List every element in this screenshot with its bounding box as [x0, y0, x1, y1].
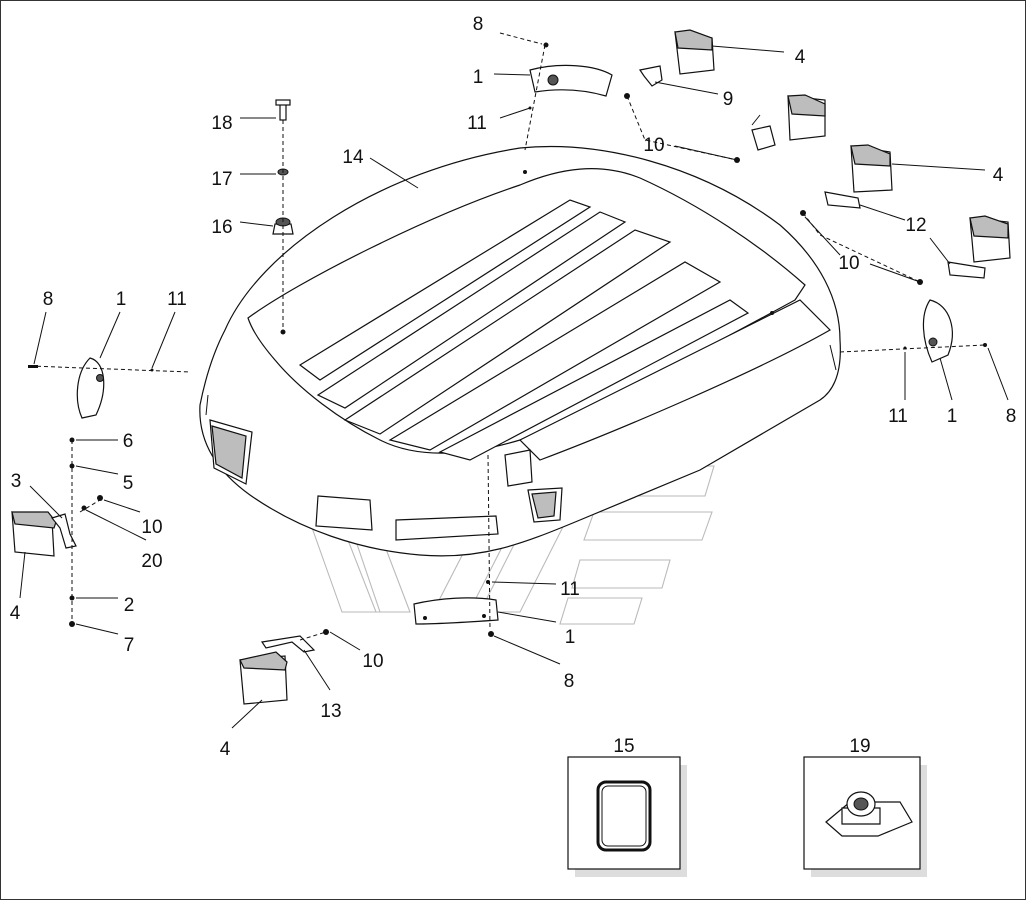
callout-c1-bottom: 1 — [565, 627, 576, 648]
callout-c11-bottom: 11 — [560, 579, 580, 600]
front-light-bottom — [413, 597, 499, 625]
accessory-box-15 — [567, 756, 687, 877]
callout-c5: 5 — [123, 473, 134, 494]
callout-c19: 19 — [849, 736, 870, 757]
work-lamp-top-right-a — [639, 29, 715, 87]
callout-c1-top: 1 — [473, 67, 484, 88]
callout-c11-left: 11 — [167, 289, 187, 310]
leader-lines — [19, 32, 1009, 729]
callout-c1-right: 1 — [947, 406, 958, 427]
side-light-right — [922, 299, 953, 363]
callout-c4-c: 4 — [10, 603, 21, 624]
work-lamp-top-right-b — [751, 94, 826, 151]
callout-c4-a: 4 — [795, 47, 806, 68]
work-lamp-bottom — [239, 635, 316, 705]
canopy-roof — [199, 145, 841, 557]
callout-c13: 13 — [320, 701, 341, 722]
callout-c8-right: 8 — [1006, 406, 1017, 427]
callout-c16: 16 — [211, 217, 232, 238]
callout-c7: 7 — [124, 635, 135, 656]
callout-c20: 20 — [141, 551, 162, 572]
callout-c18: 18 — [211, 113, 232, 134]
callout-c10-a: 10 — [643, 135, 664, 156]
callout-c9: 9 — [723, 89, 734, 110]
assembly-lines — [29, 44, 986, 641]
callout-c10-b: 10 — [838, 253, 859, 274]
callout-c11-right: 11 — [888, 406, 908, 427]
side-light-left — [76, 357, 105, 419]
callout-c15: 15 — [613, 736, 634, 757]
work-lamp-mid-right-a — [824, 144, 893, 209]
callout-c10-d: 10 — [362, 651, 383, 672]
callout-c17: 17 — [211, 169, 232, 190]
callout-c6: 6 — [123, 431, 134, 452]
callout-c8-bottom: 8 — [564, 671, 575, 692]
callout-c8-top: 8 — [473, 14, 484, 35]
callout-c11-top: 11 — [467, 113, 487, 134]
callout-c14: 14 — [342, 147, 364, 168]
hardware-fasteners — [28, 42, 987, 637]
callout-c4-b: 4 — [993, 165, 1004, 186]
callout-c10-c: 10 — [141, 517, 162, 538]
callout-c1-left: 1 — [116, 289, 127, 310]
top-light-bracket — [529, 64, 613, 97]
callout-c8-left: 8 — [43, 289, 54, 310]
callout-c4-d: 4 — [220, 739, 231, 760]
callout-c2: 2 — [124, 595, 135, 616]
accessory-box-19 — [803, 756, 927, 877]
work-lamp-mid-right-b — [947, 215, 1011, 279]
work-lamp-left — [11, 511, 77, 557]
callout-c3: 3 — [11, 471, 22, 492]
callout-c12: 12 — [905, 215, 926, 236]
